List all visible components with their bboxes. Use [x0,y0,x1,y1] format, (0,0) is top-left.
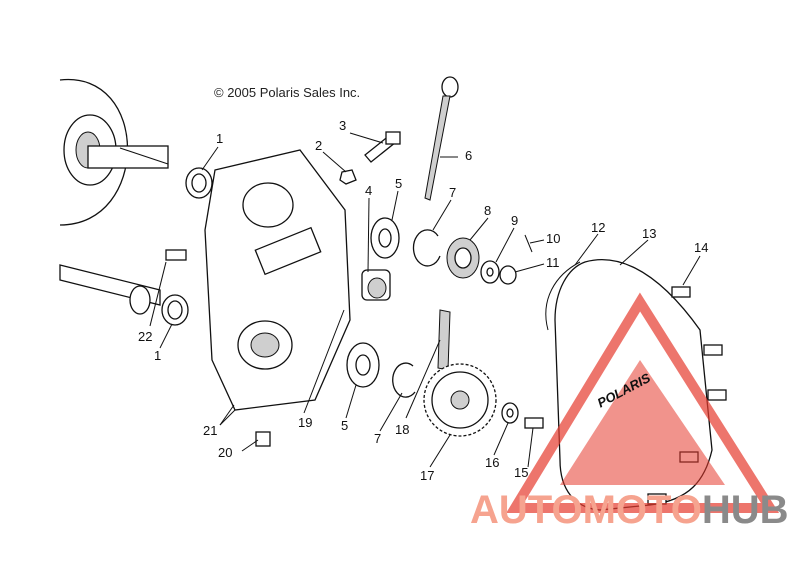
snap-ring-7-lower [392,362,416,398]
bearing-5-lower [346,342,380,388]
callout-5-lower: 5 [341,418,348,433]
dipstick-6 [424,76,459,201]
callout-9: 9 [511,213,518,228]
watermark-brand-right: HUB [702,488,789,532]
copyright-notice: © 2005 Polaris Sales Inc. [214,85,361,100]
callout-1-lower: 1 [154,348,161,363]
callout-12: 12 [591,220,605,235]
bearing-5-upper [370,217,400,259]
drive-clutch [59,79,169,226]
chaincase-housing [204,149,351,426]
callout-17: 17 [420,468,434,483]
nut-11 [499,265,517,285]
callout-14: 14 [694,240,708,255]
callout-18: 18 [395,422,409,437]
callout-19: 19 [298,415,312,430]
cotter-pin-10 [524,234,533,253]
callout-6: 6 [465,148,472,163]
driven-shaft [59,264,161,315]
watermark-logo [506,292,780,513]
seal-upper [185,167,213,199]
watermark-triangle-inner [560,360,725,485]
callout-21: 21 [203,423,217,438]
washer-9 [480,260,500,284]
washer-16 [501,402,519,424]
tensioner-4 [361,269,391,301]
nut-2 [339,169,357,185]
gasket-12 [545,261,581,331]
sprocket-8 [446,237,480,279]
watermark-brand: AUTOMOTOHUB [470,488,789,532]
watermark-brand-left: AUTOMOTO [470,488,702,532]
bolt-15 [524,417,544,429]
callout-20: 20 [218,445,232,460]
watermark-triangle-outer [506,292,780,513]
callout-15: 15 [514,465,528,480]
callout-7-upper: 7 [449,185,456,200]
callout-5-upper: 5 [395,176,402,191]
callout-7-lower: 7 [374,431,381,446]
snap-ring-7-upper [412,229,441,267]
callout-4: 4 [365,183,372,198]
bolt-3 [364,131,401,163]
gear-17 [423,363,497,437]
plug-20 [255,431,271,447]
leader-lines [149,132,701,468]
callout-13: 13 [642,226,656,241]
seal-lower [161,294,189,326]
callout-3: 3 [339,118,346,133]
callout-1-upper: 1 [216,131,223,146]
callout-22: 22 [138,329,152,344]
callout-2: 2 [315,138,322,153]
callout-16: 16 [485,455,499,470]
callout-8: 8 [484,203,491,218]
bolt-22 [165,249,187,261]
callout-11: 11 [546,255,560,270]
callout-10: 10 [546,231,560,246]
callouts: 1 1 2 3 4 5 5 6 7 7 8 9 10 11 12 13 14 1… [138,118,708,483]
